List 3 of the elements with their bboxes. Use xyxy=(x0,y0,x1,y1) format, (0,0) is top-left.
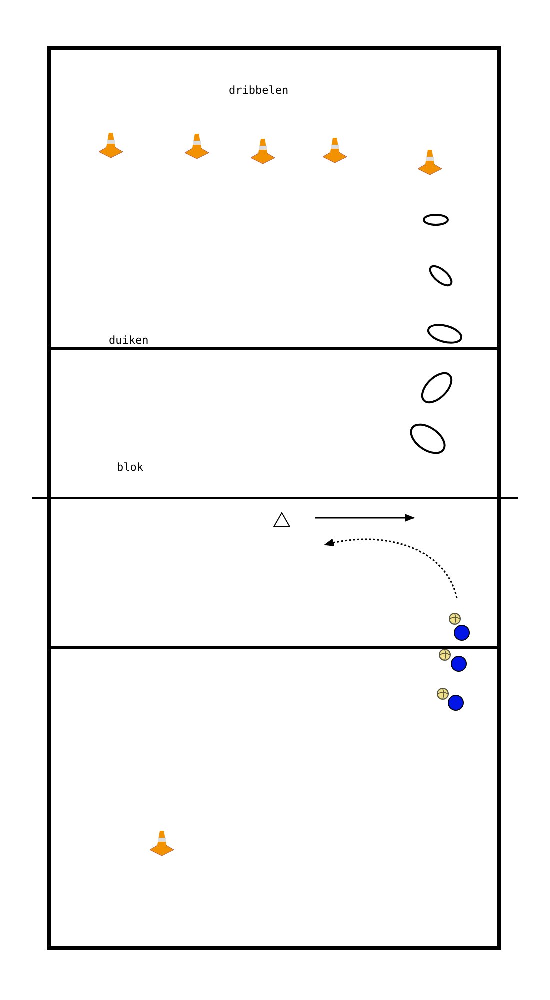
drill-label: dribbelen xyxy=(229,84,289,97)
drill-label: duiken xyxy=(109,334,149,347)
drill-label: blok xyxy=(117,461,144,474)
